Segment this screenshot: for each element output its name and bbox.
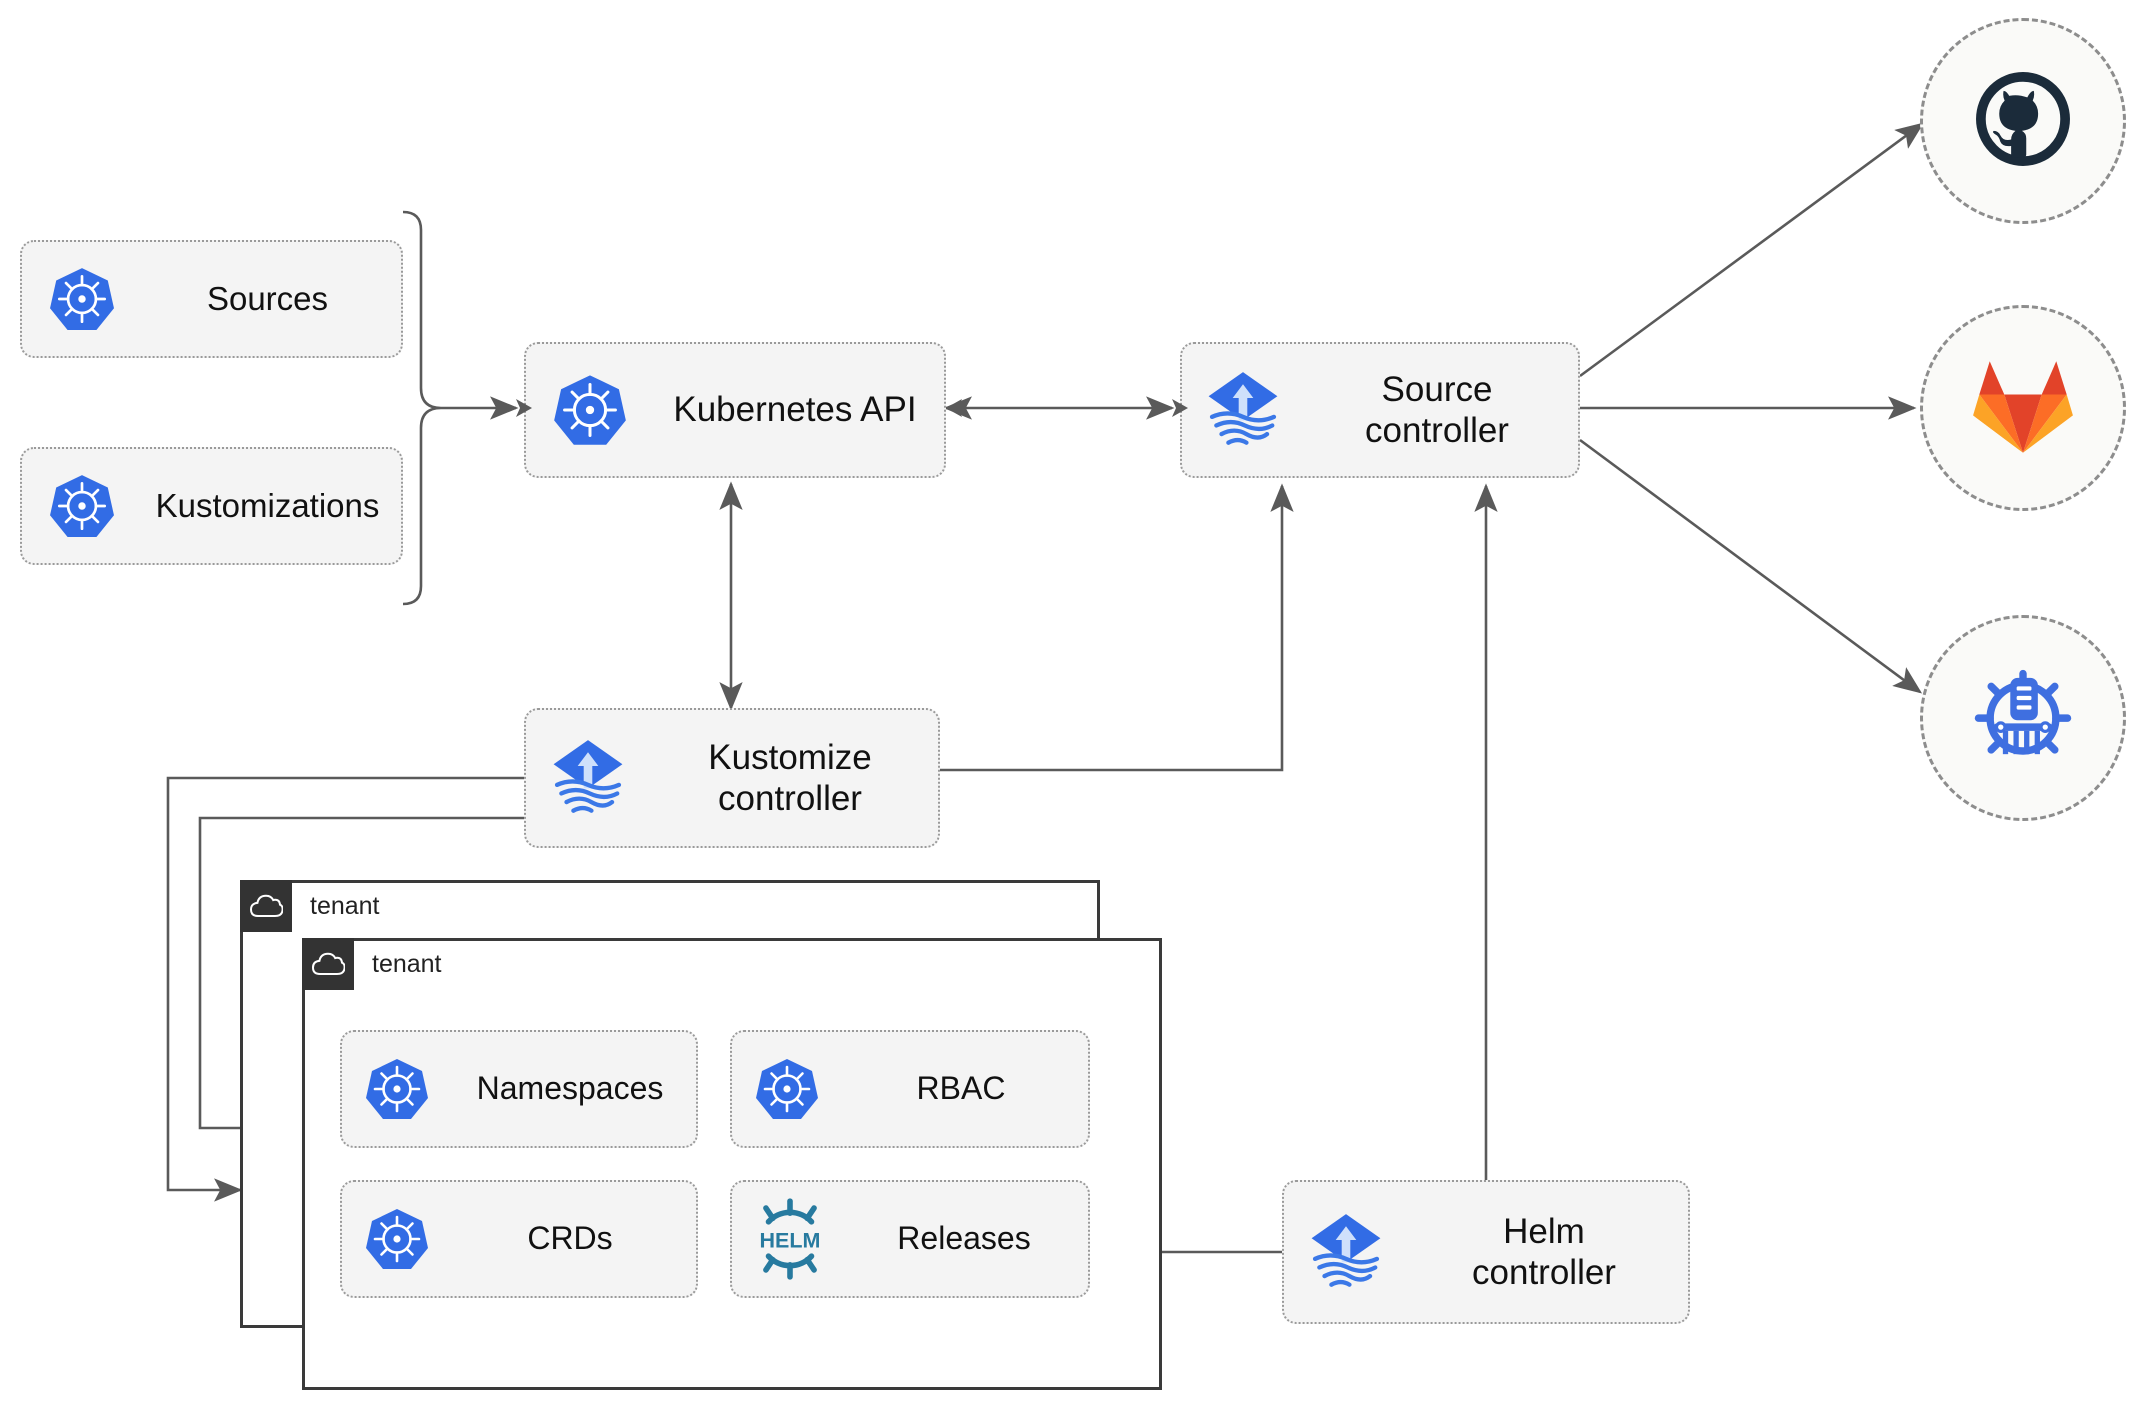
kubernetes-icon [22, 266, 142, 332]
node-label: CRDs [527, 1220, 613, 1257]
arrowhead-into-k8s-api-left2 [946, 399, 962, 417]
harbor-icon [1970, 663, 2076, 774]
node-crds[interactable]: CRDs [340, 1180, 698, 1298]
group-bracket [402, 210, 442, 606]
kubernetes-icon [22, 473, 142, 539]
node-label: Kubernetes API [673, 390, 917, 430]
node-sources[interactable]: Sources [20, 240, 403, 358]
node-releases[interactable]: HELM Releases [730, 1180, 1090, 1298]
node-kustomizations[interactable]: Kustomizations [20, 447, 403, 565]
node-helm-controller[interactable]: Helm controller [1282, 1180, 1690, 1324]
svg-text:HELM: HELM [760, 1229, 821, 1253]
edge-source-to-github [1579, 122, 1925, 378]
node-label: RBAC [916, 1070, 1006, 1107]
kubernetes-icon [526, 373, 654, 447]
helm-icon: HELM [732, 1196, 848, 1282]
node-rbac[interactable]: RBAC [730, 1030, 1090, 1148]
edge-kustomize-to-source [940, 483, 1294, 772]
node-namespaces[interactable]: Namespaces [340, 1030, 698, 1148]
node-label: Namespaces [476, 1070, 664, 1107]
node-kustomize-controller[interactable]: Kustomize controller [524, 708, 940, 848]
node-label: Releases [897, 1220, 1031, 1257]
kubernetes-icon [732, 1057, 842, 1121]
flux-icon [1182, 367, 1304, 453]
node-label: Sources [206, 279, 329, 317]
provider-github[interactable] [1920, 18, 2126, 224]
edge-source-to-harbor [1579, 438, 1923, 694]
flux-icon [1284, 1209, 1408, 1295]
tenant-container-2[interactable] [302, 938, 1162, 1390]
node-kubernetes-api[interactable]: Kubernetes API [524, 342, 946, 478]
gitlab-icon [1971, 356, 2075, 461]
provider-harbor[interactable] [1920, 615, 2126, 821]
node-source-controller[interactable]: Source controller [1180, 342, 1580, 478]
node-label: Helm controller [1472, 1211, 1616, 1292]
kubernetes-icon [342, 1207, 452, 1271]
kubernetes-icon [342, 1057, 452, 1121]
node-label: Source controller [1365, 369, 1509, 450]
provider-gitlab[interactable] [1920, 305, 2126, 511]
node-label: Kustomize controller [708, 737, 872, 818]
flux-icon [526, 735, 650, 821]
github-icon [1969, 65, 2077, 178]
node-label: Kustomizations [155, 486, 380, 524]
